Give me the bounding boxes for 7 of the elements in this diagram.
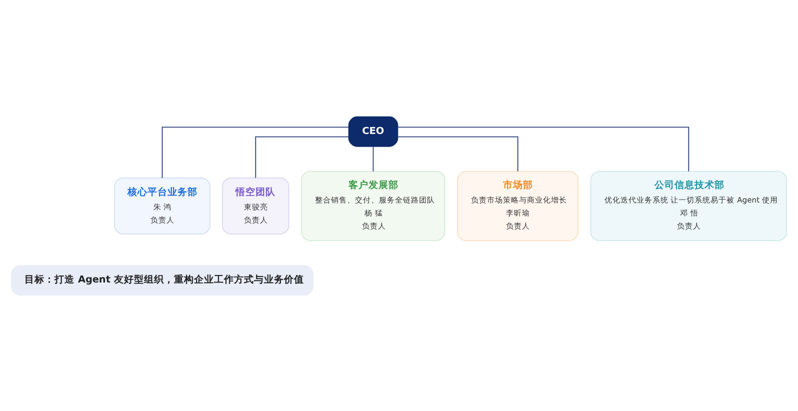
connector bbox=[255, 136, 350, 178]
node-box: CEO bbox=[348, 116, 398, 146]
connector bbox=[162, 126, 350, 178]
connector bbox=[398, 126, 690, 172]
connector bbox=[398, 136, 518, 172]
connector bbox=[372, 146, 374, 172]
node-box: 目标：打造 Agent 友好型组织，重构企业工作方式与业务价值 bbox=[11, 264, 314, 296]
